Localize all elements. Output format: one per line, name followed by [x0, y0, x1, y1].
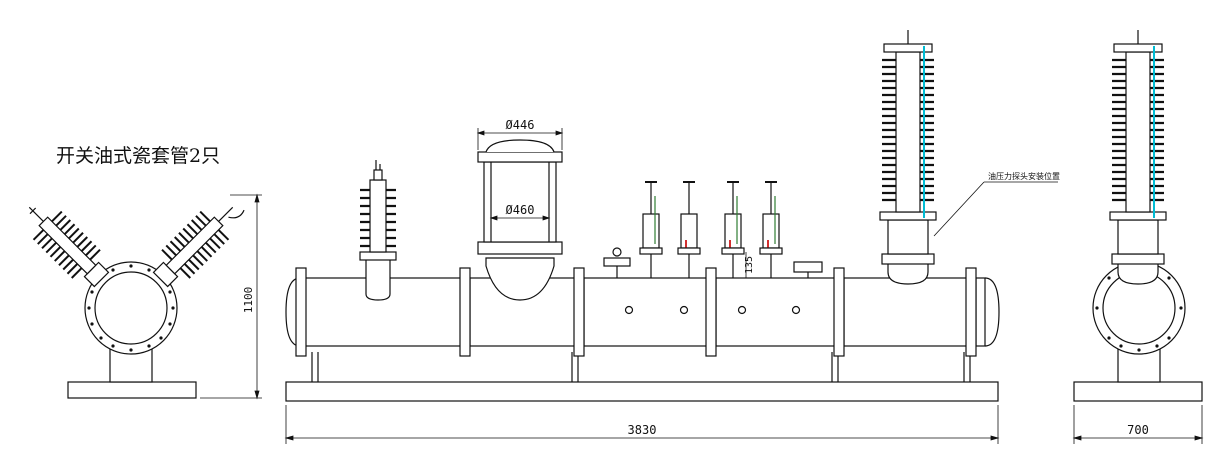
- height-dimension: [200, 193, 262, 400]
- main-front-view: [284, 30, 1058, 444]
- length-dimension: [284, 405, 1000, 444]
- right-end-view: [1072, 30, 1204, 444]
- right-angled-bushing: [152, 206, 245, 288]
- annotation-leader: [933, 181, 1058, 237]
- valve-left: [603, 247, 631, 278]
- diameter-dimension-inner: [489, 215, 551, 221]
- width-dimension: [1072, 405, 1204, 444]
- probe-1: [639, 181, 663, 278]
- end-width-label: 700: [1127, 423, 1149, 437]
- left-side-view: [28, 193, 262, 400]
- top-diameter-label: Ø446: [506, 118, 535, 132]
- probe-3: [721, 181, 745, 278]
- small-bushing: [359, 160, 397, 301]
- end-view-bushing: [1109, 30, 1167, 285]
- inspection-holes: [624, 305, 801, 315]
- probe-4: [759, 181, 783, 278]
- tank-tower: [477, 139, 563, 301]
- probe-2: [677, 181, 701, 278]
- small-height-label: 135: [744, 256, 755, 274]
- height-dimension-label: 1100: [242, 287, 255, 314]
- left-angled-bushing: [28, 206, 110, 288]
- valve-right: [793, 261, 823, 278]
- diameter-dimension-top: [476, 128, 564, 150]
- inner-diameter-label: Ø460: [506, 203, 535, 217]
- large-porcelain-bushing: [879, 30, 937, 285]
- total-length-label: 3830: [628, 423, 657, 437]
- caption: 开关油式瓷套管2只: [56, 145, 220, 167]
- annotation-label: 油压力探头安装位置: [988, 171, 1060, 181]
